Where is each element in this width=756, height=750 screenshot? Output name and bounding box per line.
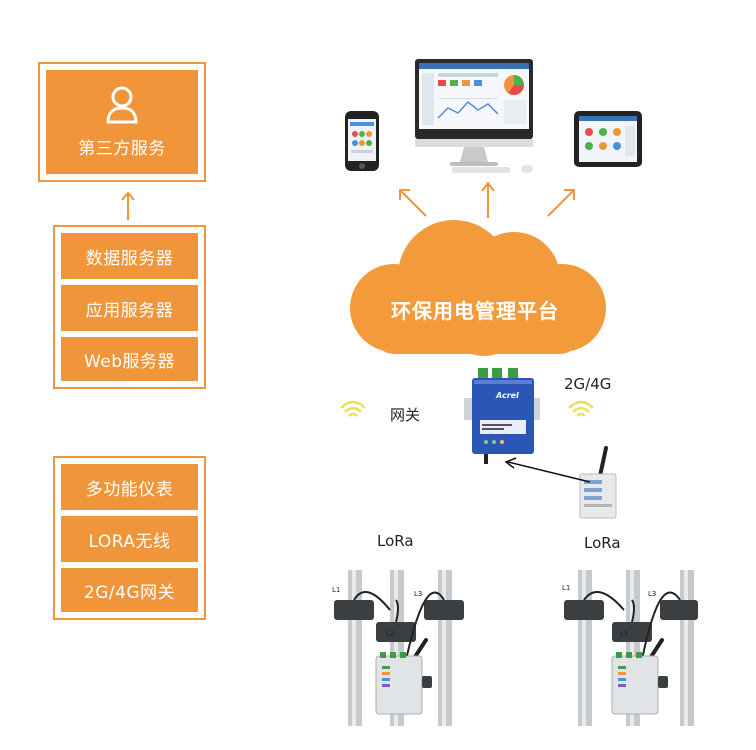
third-party-label: 第三方服务 <box>78 138 166 159</box>
pipe-meter-assembly-right <box>564 570 698 726</box>
desktop-monitor-icon <box>415 59 533 166</box>
lora-label-left: LoRa <box>377 532 414 550</box>
gateway-device-icon <box>464 368 540 464</box>
app-server-box: 应用服务器 <box>61 285 198 331</box>
arrow-up-right-icon <box>547 189 575 217</box>
third-party-frame: 第三方服务 <box>38 62 206 182</box>
third-party-service-box: 第三方服务 <box>46 70 198 174</box>
arrow-up-icon <box>481 181 495 218</box>
cloud-platform-label: 环保用电管理平台 <box>391 299 559 323</box>
lora-wireless-box: LORA无线 <box>61 516 198 562</box>
mouse-icon <box>521 165 533 173</box>
meter-line-label-l1: L1 <box>332 586 341 594</box>
gateway-label: 网关 <box>390 406 421 424</box>
lora-label-right: LoRa <box>584 534 621 552</box>
gateway-2g4g-box: 2G/4G网关 <box>61 568 198 612</box>
arrow-up-icon <box>121 191 135 220</box>
arrow-up-left-icon <box>399 189 427 217</box>
field-device-frame: 多功能仪表 LORA无线 2G/4G网关 <box>53 456 206 620</box>
meter-line-label-l3: L3 <box>648 590 657 598</box>
smartphone-icon <box>345 111 379 171</box>
meter-line-label-l1: L1 <box>562 584 571 592</box>
wireless-signal-icon <box>340 400 366 417</box>
keyboard-icon <box>452 167 510 173</box>
server-group-frame: 数据服务器 应用服务器 Web服务器 <box>53 225 206 389</box>
pipe-meter-assembly-left <box>334 570 464 726</box>
meter-line-label-l3: L3 <box>414 590 423 598</box>
meter-line-label-l2: L2 <box>386 630 395 638</box>
gateway-brand-label: Acrel <box>496 391 519 400</box>
arrow-left-icon <box>504 457 591 483</box>
tablet-icon <box>574 111 642 167</box>
network-2g4g-label: 2G/4G <box>564 375 612 393</box>
wireless-signal-icon <box>568 400 594 417</box>
meter-line-label-l2: L2 <box>620 630 629 638</box>
web-server-box: Web服务器 <box>61 337 198 381</box>
lora-collector-icon <box>579 446 617 519</box>
data-server-box: 数据服务器 <box>61 233 198 279</box>
cloud-icon <box>350 220 606 356</box>
multifunction-meter-box: 多功能仪表 <box>61 464 198 510</box>
user-icon <box>106 86 138 123</box>
